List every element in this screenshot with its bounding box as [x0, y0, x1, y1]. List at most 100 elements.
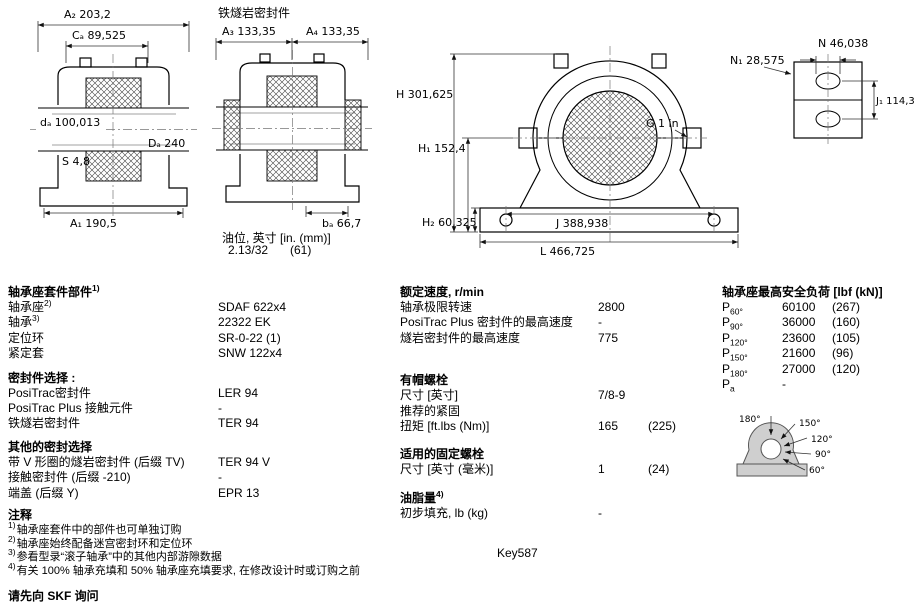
row-value: SR-0-22 (1): [218, 330, 281, 345]
loads-title: 轴承座最高安全负荷 [lbf (kN)]: [722, 285, 883, 299]
spec-row: PosiTrac Plus 接触元件 -: [8, 401, 396, 416]
speeds-title: 额定速度, r/min: [400, 285, 485, 299]
note-item: 1)轴承座套件中的部件也可单独订购: [8, 520, 182, 536]
spec-row: 紧定套 SNW 122x4: [8, 346, 396, 361]
spec-row: 燧岩密封件的最高速度 775: [400, 331, 710, 346]
footnote-marker: 3): [8, 547, 16, 558]
load-lbf: 36000: [782, 315, 816, 330]
dim-h: H 301,625: [396, 88, 453, 101]
spec-row: 尺寸 [英寸] 7/8-9: [400, 388, 710, 403]
end-view-drawing: N 46,038 N₁ 28,575 J₁ 114,3: [730, 37, 915, 144]
housing-front: [479, 46, 739, 244]
load-symbol: P120°: [722, 330, 748, 348]
spec-row: 尺寸 [英寸 (毫米)] 1 (24): [400, 462, 710, 477]
row-label: 轴承极限转速: [400, 300, 473, 314]
footnote-marker: 4): [8, 560, 16, 571]
seal-choice-title: 密封件选择 :: [8, 370, 76, 385]
row-label: 定位环: [8, 330, 45, 345]
load-kn: (267): [832, 300, 861, 314]
angle-label-120: 120°: [811, 435, 833, 445]
dim-a1: A₁ 190,5: [70, 217, 117, 230]
speeds-bolts-section: 额定速度, r/min 轴承极限转速 2800 PosiTrac Plus 密封…: [400, 284, 710, 521]
row-value: -: [218, 470, 222, 485]
front-view-drawing: H 301,625 H₁ 152,4 H₂ 60,325 J 388,938 L…: [396, 46, 739, 258]
spec-row: PosiTrac Plus 密封件的最高速度 -: [400, 315, 710, 330]
row-label: 扭矩 [ft.lbs (Nm)]: [400, 419, 490, 434]
note-item: 3)参看型录“滚子轴承”中的其他内部游隙数据: [8, 547, 222, 563]
row-value-metric: (24): [648, 462, 670, 477]
dim-Da: Dₐ 240: [148, 137, 185, 150]
cap-bolts-title: 有帽螺栓: [400, 373, 449, 388]
side-section-drawing: A₂ 203,2 Cₐ 89,525 dₐ 100,013 S 4,8 Dₐ 2…: [30, 8, 197, 230]
components-section: 轴承座套件部件1) 轴承座2) SDAF 622x4 轴承3) 22322 EK…: [8, 284, 396, 501]
oil-value-in: 2.13/32: [228, 243, 269, 257]
row-value: SDAF 622x4: [218, 300, 287, 314]
load-row: Pa -: [722, 377, 917, 393]
dim-a4: A₄ 133,35: [306, 25, 360, 38]
row-label: 轴承座2): [8, 298, 52, 314]
row-label: 初步填充, lb (kg): [400, 505, 489, 520]
dim-g: G 1 in: [646, 117, 679, 130]
load-lbf: -: [782, 377, 786, 392]
footnote-marker: 1): [8, 520, 16, 531]
housing-icon: [736, 422, 808, 477]
row-label: 推荐的紧固: [400, 403, 461, 418]
row-value: SNW 122x4: [218, 346, 283, 361]
oil-value-mm: (61): [290, 243, 312, 257]
load-lbf: 21600: [782, 346, 816, 361]
row-value: EPR 13: [218, 485, 260, 500]
row-value: 22322 EK: [218, 315, 271, 330]
row-label: 带 V 形圈的燧岩密封件 (后缀 TV): [8, 454, 185, 469]
notes-title: 注释: [8, 508, 33, 522]
load-lbf: 23600: [782, 330, 816, 345]
spec-row: 端盖 (后缀 Y) EPR 13: [8, 486, 396, 501]
spec-row: PosiTrac密封件 LER 94: [8, 386, 396, 401]
footnote-ref: 3): [32, 313, 40, 324]
row-value: TER 94: [218, 416, 259, 431]
footnote-ref: 2): [44, 298, 52, 308]
row-label: 尺寸 [英寸]: [400, 388, 459, 403]
notes-section: 注释 1)轴承座套件中的部件也可单独订购 2)轴承座始终配备迷宫密封环和定位环 …: [8, 508, 588, 604]
row-value: TER 94 V: [218, 454, 271, 469]
load-row: P90° 36000 (160): [722, 315, 917, 331]
dimension-lines: [215, 38, 369, 217]
oil-level-label: 油位, 英寸 [in. (mm)]: [222, 231, 331, 245]
row-value: -: [218, 401, 222, 416]
row-label: PosiTrac Plus 接触元件: [8, 401, 133, 416]
dim-ca: Cₐ 89,525: [72, 29, 126, 42]
attach-bolts-title: 适用的固定螺栓: [400, 447, 485, 462]
row-label: 尺寸 [英寸 (毫米)]: [400, 462, 494, 477]
dim-j1: J₁ 114,3: [875, 96, 915, 107]
dimension-lines: [763, 56, 878, 120]
other-seals-title: 其他的密封选择: [8, 439, 93, 454]
load-symbol: P180°: [722, 361, 748, 379]
footnote-marker: 2): [8, 533, 16, 544]
load-kn: (160): [832, 315, 861, 330]
dim-n: N 46,038: [818, 37, 868, 50]
row-value-imperial: 1: [598, 462, 605, 477]
loads-section: 轴承座最高安全负荷 [lbf (kN)] P60° 60100 (267) P9…: [722, 284, 917, 393]
housing-section: [212, 50, 372, 210]
dim-l: L 466,725: [540, 245, 595, 258]
spec-row: 轴承座2) SDAF 622x4: [8, 298, 396, 315]
load-row: P60° 60100 (267): [722, 300, 917, 316]
dim-h1: H₁ 152,4: [418, 142, 466, 155]
load-row: P150° 21600 (96): [722, 346, 917, 362]
load-row: P180° 27000 (120): [722, 361, 917, 379]
row-label: 紧定套: [8, 346, 45, 361]
row-label: 燧岩密封件的最高速度: [400, 330, 521, 345]
row-value: LER 94: [218, 385, 259, 400]
load-kn: (105): [832, 330, 861, 345]
dimension-lines: [450, 53, 739, 248]
grease-title: 油脂量4): [400, 488, 444, 505]
note-item: 4)有关 100% 轴承充填和 50% 轴承座充填要求, 在修改设计时或订购之前: [8, 560, 361, 577]
note-item: 2)轴承座始终配备迷宫密封环和定位环: [8, 533, 193, 550]
row-value: 2800: [598, 300, 625, 314]
spec-row: 铁燧岩密封件 TER 94: [8, 416, 396, 431]
row-label: 接触密封件 (后缀 -210): [8, 470, 131, 485]
row-value: -: [598, 505, 602, 520]
row-label: PosiTrac密封件: [8, 385, 91, 400]
row-value-metric: (225): [648, 419, 677, 434]
load-lbf: 27000: [782, 361, 816, 376]
